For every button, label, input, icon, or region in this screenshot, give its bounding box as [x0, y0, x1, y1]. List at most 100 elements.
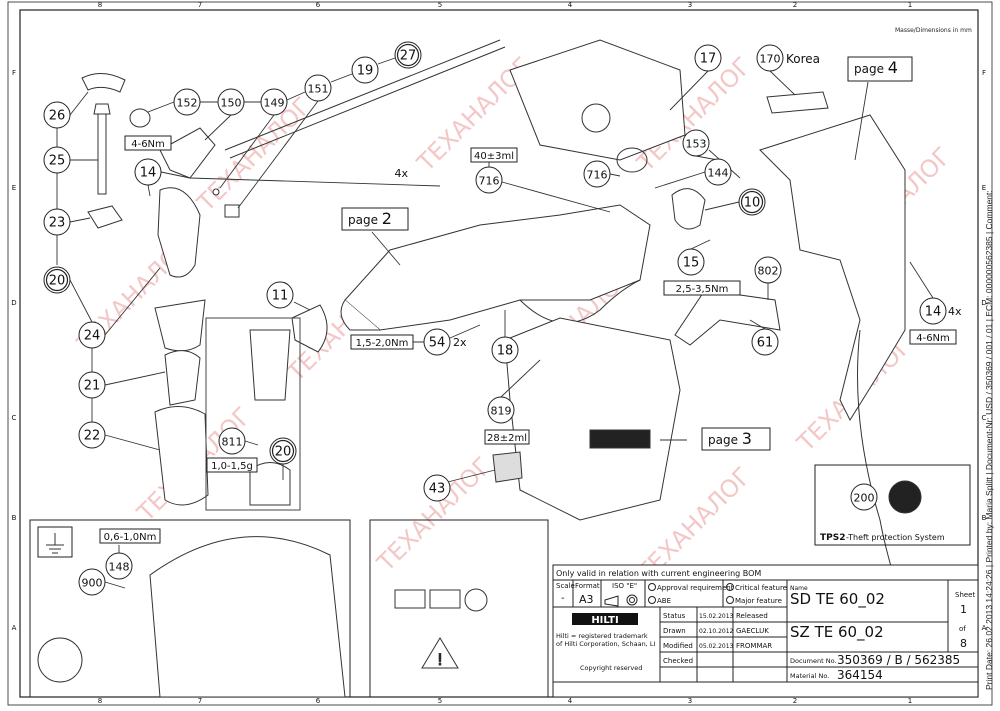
zone-column-label: 5 [438, 697, 442, 705]
row-label: Status [663, 612, 686, 620]
spec-box: 4-6Nm [124, 135, 172, 151]
sheet-number: 1 [960, 603, 967, 616]
callout-19: 19 [351, 56, 379, 84]
callout-18: 18 [491, 336, 519, 364]
o-ring-716 [616, 147, 648, 173]
abe-label: ABE [657, 597, 671, 605]
zone-row-label: D [11, 299, 16, 307]
callout-15: 15 [677, 248, 705, 276]
svg-text:22: 22 [84, 429, 101, 444]
zone-column-label: 3 [688, 1, 692, 9]
zone-row-label: B [982, 514, 987, 522]
sheet-total: 8 [960, 637, 967, 650]
korea-label-plate [766, 91, 829, 114]
inset-slot-1 [394, 589, 426, 609]
svg-text:200: 200 [854, 492, 875, 505]
depth-rod [224, 39, 506, 159]
svg-text:144: 144 [708, 167, 729, 180]
svg-text:61: 61 [757, 336, 774, 351]
callout-819: 819 [487, 396, 515, 424]
page-ref-3[interactable]: page 3 [701, 427, 771, 451]
callout-25: 25 [43, 146, 71, 174]
callout-148: 148 [105, 552, 133, 580]
zone-row-label: F [982, 69, 986, 77]
qty-54: 2x [453, 336, 467, 349]
row-name: Released [736, 612, 768, 620]
svg-text:54: 54 [429, 336, 446, 351]
svg-text:148: 148 [109, 561, 130, 574]
zone-row-label: C [982, 414, 987, 422]
iso-label: ISO "E" [612, 582, 637, 590]
housing-bearing [581, 103, 611, 133]
svg-text:40±3ml: 40±3ml [474, 151, 514, 162]
svg-text:1,5-2,0Nm: 1,5-2,0Nm [356, 338, 409, 349]
zone-column-label: 4 [568, 697, 573, 705]
spec-box: 1,0-1,5g [206, 457, 258, 473]
svg-text:4-6Nm: 4-6Nm [131, 139, 165, 150]
svg-text:149: 149 [264, 97, 285, 110]
drill-gearbox [344, 204, 651, 331]
callout-24: 24 [78, 321, 106, 349]
seal-ring-18 [519, 279, 641, 324]
side-handle-grip-rings [164, 350, 201, 406]
svg-text:18: 18 [497, 344, 514, 359]
nut-23 [87, 205, 123, 229]
leader-lines [56, 57, 934, 589]
svg-text:17: 17 [700, 52, 717, 67]
svg-text:20: 20 [49, 274, 66, 289]
zone-row-label: E [982, 184, 986, 192]
name-label: Name [790, 585, 808, 592]
svg-text:20: 20 [275, 445, 292, 460]
doc-value: 350369 / B / 562385 [837, 653, 960, 667]
zone-column-label: 3 [688, 697, 692, 705]
name-2: SZ TE 60_02 [790, 623, 884, 642]
svg-text:170: 170 [760, 53, 781, 66]
svg-text:14: 14 [925, 305, 942, 320]
nut-151 [224, 204, 240, 218]
housing-logo-plate [589, 429, 651, 449]
projection-symbol-icon [604, 594, 638, 607]
zone-column-label: 1 [908, 697, 912, 705]
spec-box: 28±2ml [484, 429, 530, 445]
page-ref-4[interactable]: page 4 [847, 56, 913, 82]
callout-11: 11 [266, 281, 294, 309]
callout-22: 22 [78, 421, 106, 449]
zone-column-label: 8 [98, 1, 102, 9]
critical-checkbox[interactable] [726, 583, 734, 591]
approval-checkbox[interactable] [648, 583, 656, 591]
row-name: FROMMAR [736, 642, 772, 650]
abe-checkbox[interactable] [648, 596, 656, 604]
page-ref-2[interactable]: page 2 [341, 207, 409, 231]
parts-drawing: ! [29, 39, 971, 698]
svg-text:153: 153 [686, 138, 707, 151]
callout-151: 151 [304, 74, 332, 102]
watermark-text: ТЕХАНАЛОГ [371, 452, 497, 578]
callout-20: 20 [269, 437, 297, 465]
side-handle-grip [154, 406, 209, 506]
scale-label: Scale [556, 582, 575, 590]
zone-column-label: 1 [908, 1, 912, 9]
of-label: of [959, 625, 966, 633]
warning-icon [421, 637, 459, 669]
dimensions-note: Masse/Dimensions in mm [895, 27, 972, 34]
zone-row-label: C [12, 414, 17, 422]
svg-text:page 4: page 4 [854, 58, 898, 77]
svg-text:150: 150 [221, 97, 242, 110]
tps-box [814, 464, 971, 546]
bolt-head [93, 103, 111, 115]
major-checkbox[interactable] [726, 596, 734, 604]
callout-54: 54 [423, 328, 451, 356]
format-label: Format [575, 582, 600, 590]
zone-row-label: F [12, 69, 16, 77]
callout-811: 811 [218, 427, 246, 455]
callout-14: 14 [919, 297, 947, 325]
zone-column-label: 4 [568, 1, 573, 9]
scale-value: - [561, 593, 565, 604]
svg-text:11: 11 [272, 289, 289, 304]
outer-frame [7, 1, 993, 706]
format-value: A3 [579, 593, 594, 606]
side-handle-band [157, 187, 201, 278]
tps-desc: -Theft protection System [846, 533, 945, 542]
